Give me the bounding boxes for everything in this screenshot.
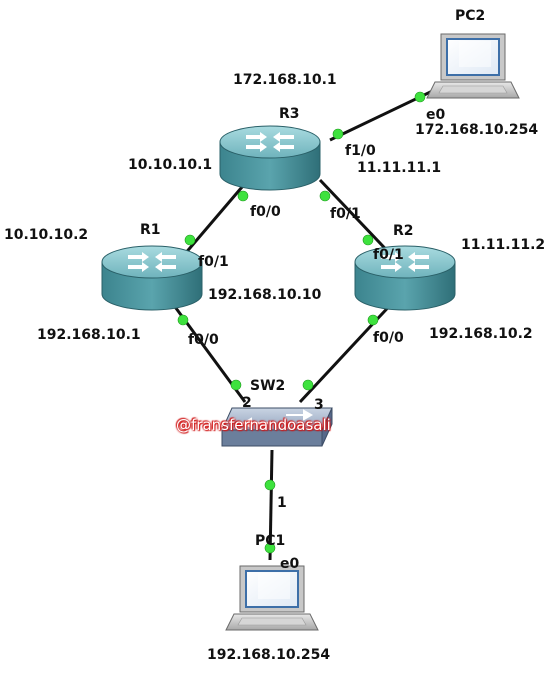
r1-address-top: 10.10.10.2 bbox=[4, 227, 89, 243]
r3-port-f0-1: f0/1 bbox=[330, 206, 361, 222]
r2-port-f0-0: f0/0 bbox=[373, 330, 404, 346]
r1-port-f0-1: f0/1 bbox=[198, 254, 229, 270]
pc1-label: PC1 bbox=[255, 533, 286, 549]
router-r2-icon[interactable] bbox=[354, 245, 456, 311]
r1-label: R1 bbox=[140, 222, 161, 238]
pc1-address: 192.168.10.254 bbox=[207, 647, 331, 663]
switch-sw2-icon[interactable] bbox=[221, 407, 333, 447]
r2-address-top: 11.11.11.2 bbox=[461, 237, 546, 253]
port-dots bbox=[177, 91, 426, 554]
port-dot-sw2-3[interactable] bbox=[302, 379, 314, 391]
r1-address-bottom: 192.168.10.1 bbox=[37, 327, 141, 343]
pc2-port-e0: e0 bbox=[426, 107, 446, 123]
port-dot-sw2-2[interactable] bbox=[230, 379, 242, 391]
r3-address-left: 10.10.10.1 bbox=[128, 157, 213, 173]
pc2-label: PC2 bbox=[455, 8, 486, 24]
port-dot-r3-f0-1[interactable] bbox=[319, 190, 331, 202]
center-address: 192.168.10.10 bbox=[208, 287, 322, 303]
link-r3-pc2 bbox=[329, 83, 446, 142]
link-sw2-pc1 bbox=[268, 449, 274, 561]
pc1-computer-icon[interactable] bbox=[225, 565, 319, 631]
pc2-address: 172.168.10.254 bbox=[415, 122, 539, 138]
pc1-port-e0: e0 bbox=[280, 556, 300, 572]
port-dot-sw2-1[interactable] bbox=[264, 479, 276, 491]
port-dot-r2-f0-1[interactable] bbox=[362, 234, 374, 246]
port-dot-pc1[interactable] bbox=[264, 542, 276, 554]
sw2-port-2: 2 bbox=[242, 395, 252, 411]
r3-port-f1-0: f1/0 bbox=[345, 143, 376, 159]
r2-label: R2 bbox=[393, 223, 414, 239]
port-dot-r1-f0-1[interactable] bbox=[184, 234, 196, 246]
router-r1-icon[interactable] bbox=[101, 245, 203, 311]
sw2-port-3: 3 bbox=[314, 397, 324, 413]
r3-address-top: 172.168.10.1 bbox=[233, 72, 337, 88]
port-dot-r3-f0-0[interactable] bbox=[237, 190, 249, 202]
link-r2-sw2 bbox=[298, 298, 397, 404]
sw2-port-1: 1 bbox=[277, 495, 287, 511]
r3-label: R3 bbox=[279, 106, 300, 122]
r2-address-bottom: 192.168.10.2 bbox=[429, 326, 533, 342]
r3-port-f0-0: f0/0 bbox=[250, 204, 281, 220]
sw2-label: SW2 bbox=[250, 378, 286, 394]
r1-port-f0-0: f0/0 bbox=[188, 332, 219, 348]
r2-port-f0-1: f0/1 bbox=[373, 247, 404, 263]
pc2-computer-icon[interactable] bbox=[426, 33, 520, 99]
r3-address-right: 11.11.11.1 bbox=[357, 160, 442, 176]
port-dot-pc2[interactable] bbox=[414, 91, 426, 103]
router-r3-icon[interactable] bbox=[219, 125, 321, 191]
port-dot-r2-f0-0[interactable] bbox=[367, 314, 379, 326]
watermark-text: @fransfernandoasali bbox=[176, 416, 331, 434]
port-dot-r1-f0-0[interactable] bbox=[177, 314, 189, 326]
link-r3-r1 bbox=[176, 179, 250, 263]
port-dot-r3-f1-0[interactable] bbox=[332, 128, 344, 140]
